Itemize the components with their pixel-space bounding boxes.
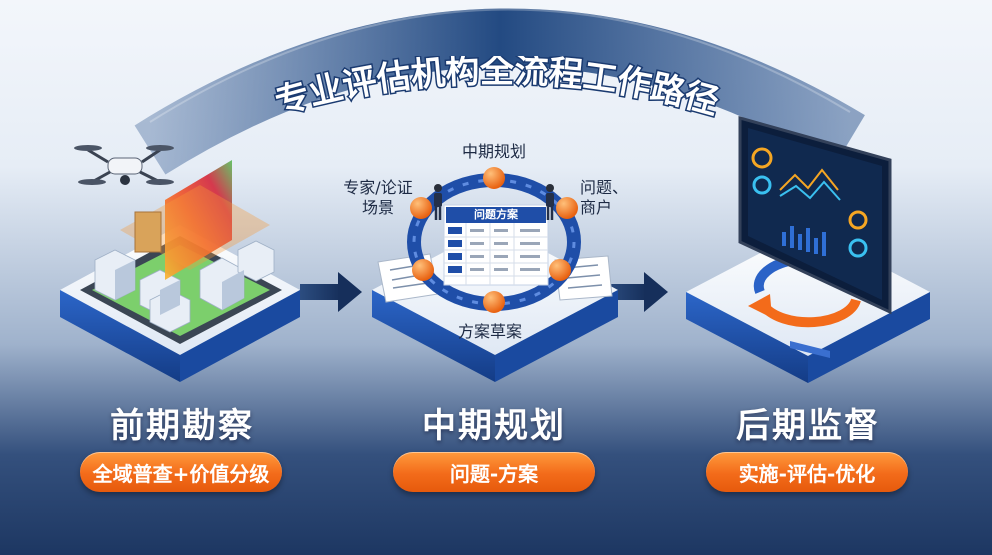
monitor-platform: [686, 116, 930, 383]
stage-tag-supervision: 实施-评估-优化: [706, 452, 908, 492]
stage-title-survey: 前期勘察: [110, 406, 254, 446]
cycle-label-top: 中期规划: [462, 142, 527, 161]
planning-platform: [372, 167, 618, 382]
stage-tag-survey: 全域普查+价值分级: [80, 452, 282, 492]
title-text: 专业评估机构全流程工作路径: [269, 50, 724, 125]
cycle-node: [549, 259, 571, 281]
stage-title-planning: 中期规划: [422, 406, 566, 446]
stage-tag-planning: 问题-方案: [393, 452, 595, 492]
page-title: 专业评估机构全流程工作路径: [262, 50, 732, 126]
dashboard-screen: [738, 116, 892, 358]
person-icon: [546, 184, 554, 220]
cycle-label-right-line2: 商户: [580, 198, 613, 217]
cycle-label-left: 专家/论证 场景: [340, 178, 416, 218]
svg-text:专业评估机构全流程工作路径: 专业评估机构全流程工作路径: [271, 56, 723, 123]
drone-icon: [74, 145, 174, 185]
cycle-node: [556, 197, 578, 219]
cycle-label-bottom: 方案草案: [458, 322, 523, 341]
survey-platform: [60, 145, 300, 382]
cycle-label-right-line1: 问题、: [580, 178, 629, 197]
cycle-label-right: 问题、 商户: [580, 178, 628, 218]
person-icon: [434, 184, 442, 220]
cycle-node: [483, 167, 505, 189]
stage-title-supervision: 后期监督: [736, 406, 880, 446]
arrow-right-icon: [300, 272, 362, 312]
cycle-node: [412, 259, 434, 281]
cycle-node: [410, 197, 432, 219]
table-header: 问题方案: [446, 207, 546, 223]
title-path-text: 专业评估机构全流程工作路径: [269, 50, 724, 125]
cycle-node: [483, 291, 505, 313]
cycle-label-left-line1: 专家/论证: [343, 178, 413, 197]
title-arc: [134, 8, 865, 175]
cycle-label-left-line2: 场景: [361, 198, 394, 217]
